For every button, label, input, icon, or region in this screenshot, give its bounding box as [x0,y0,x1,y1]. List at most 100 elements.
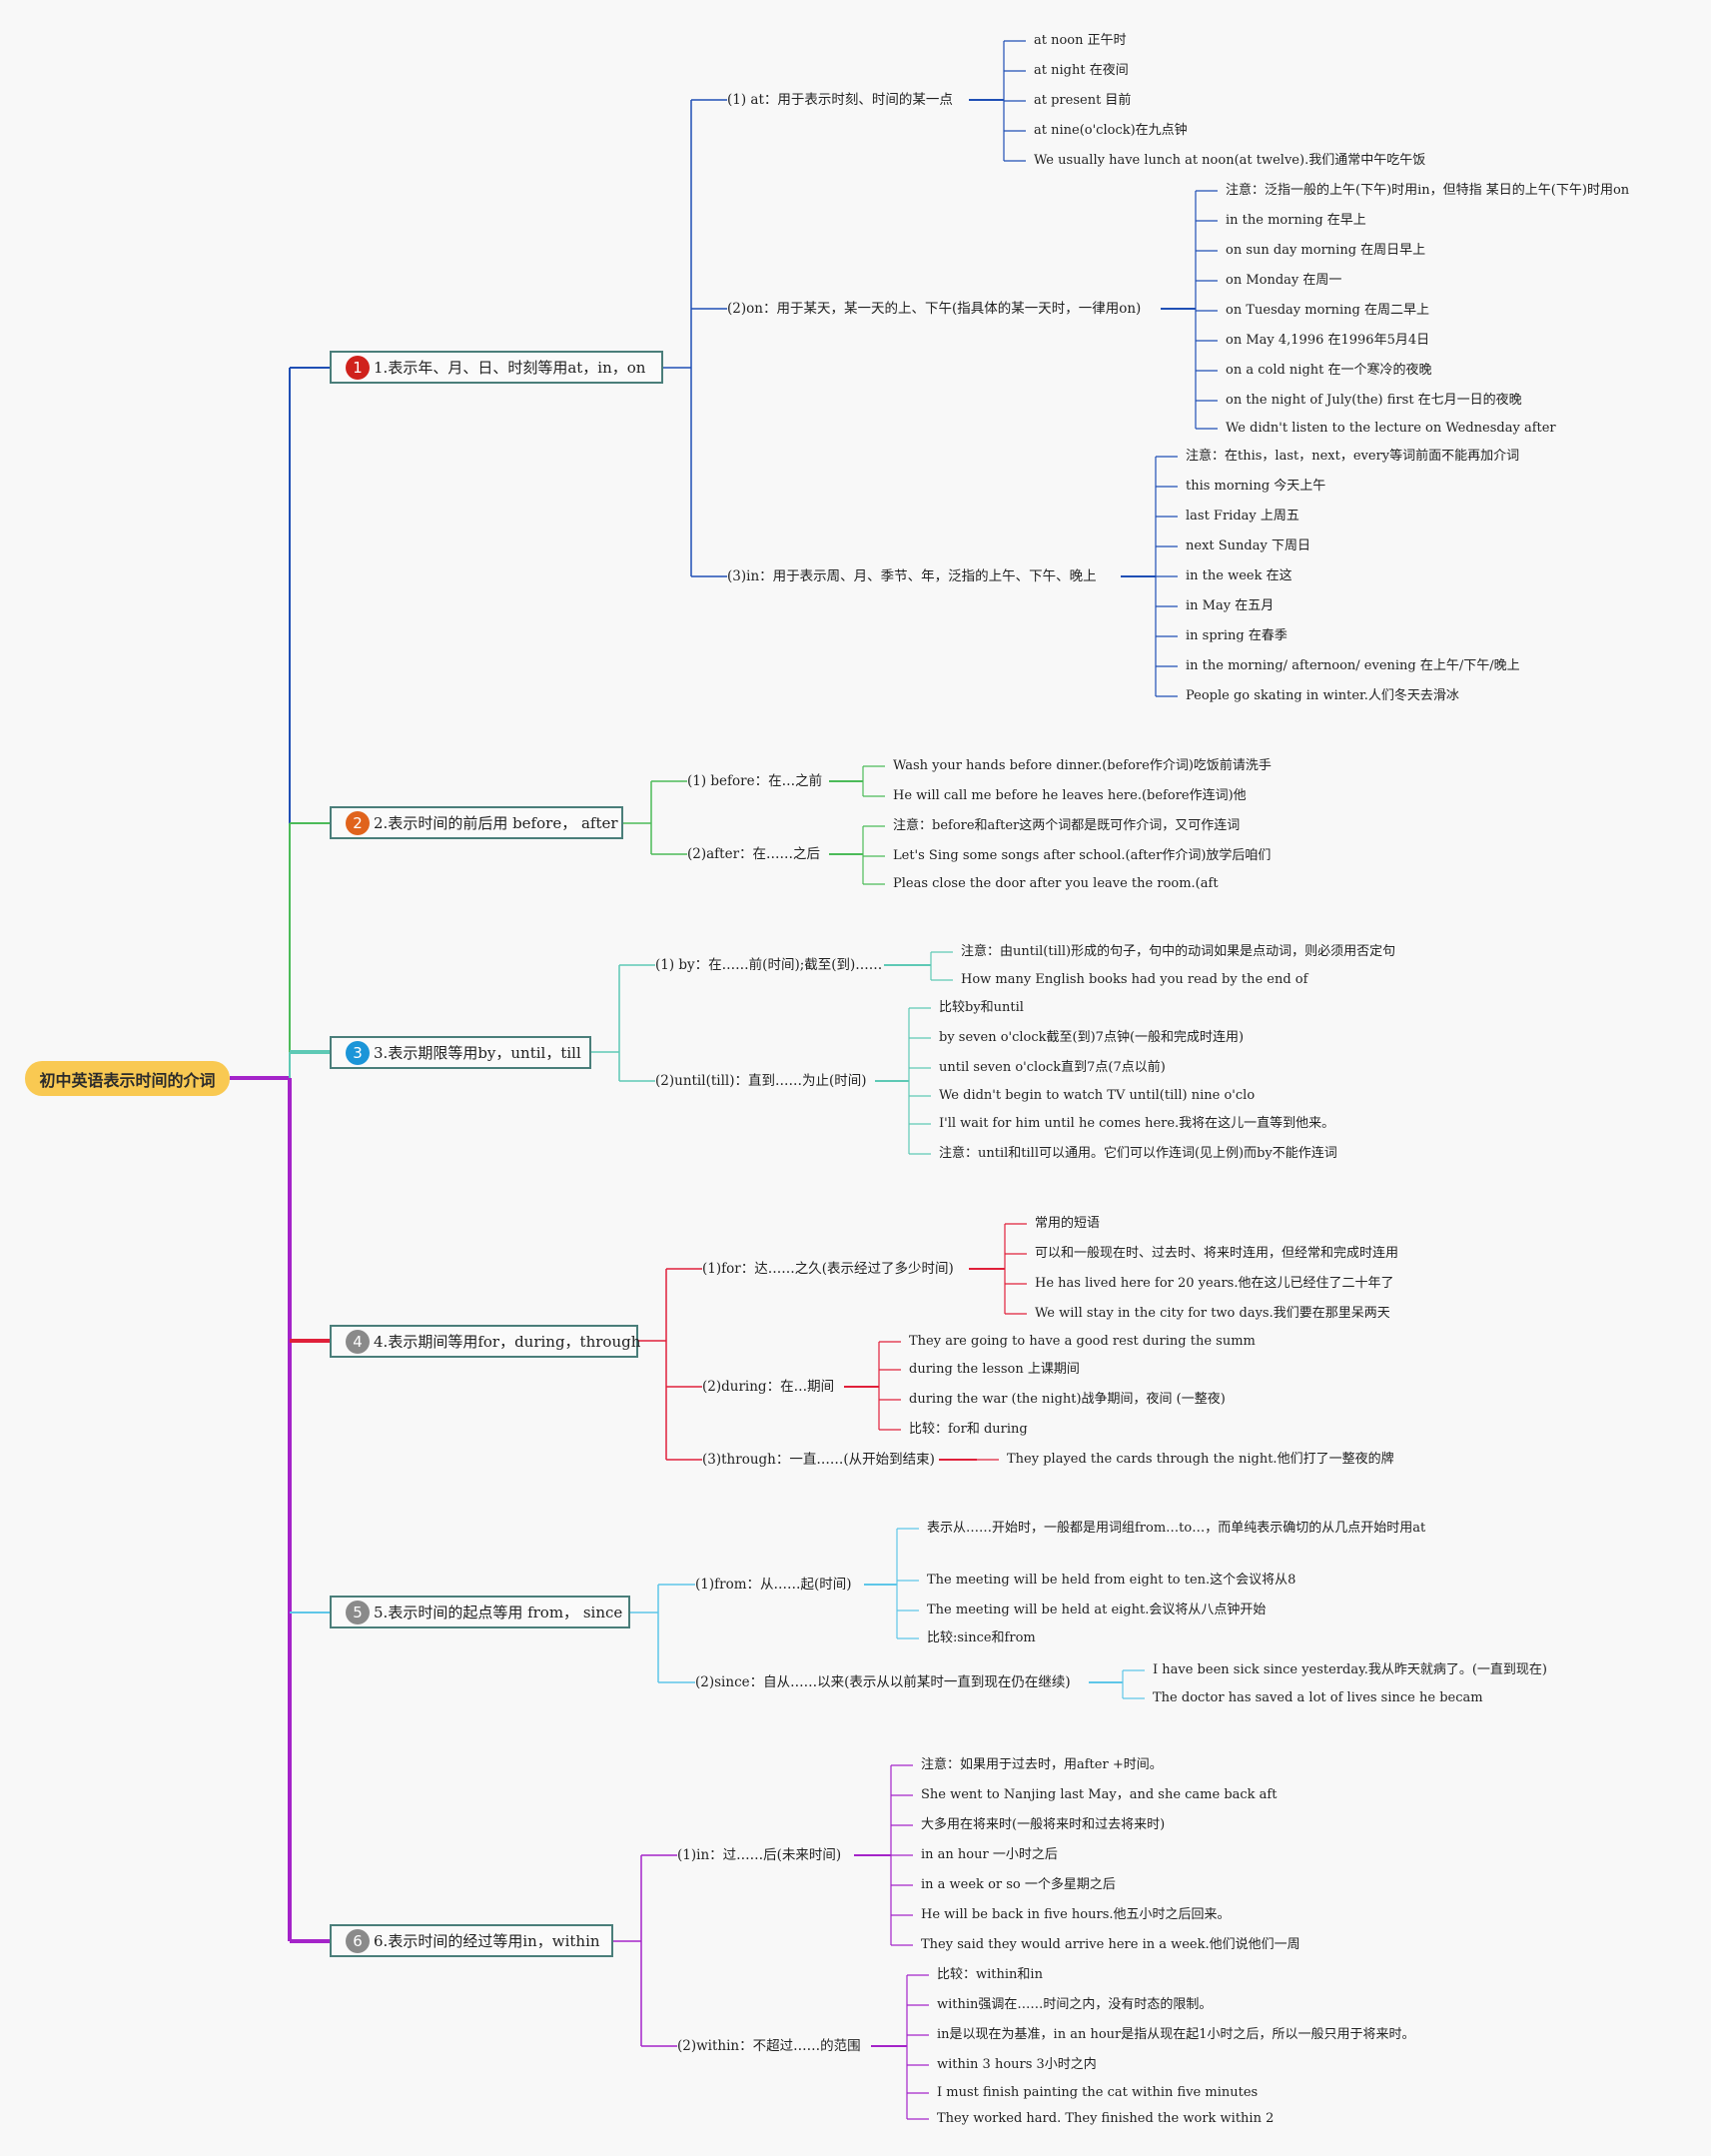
subtopic-label[interactable]: (2)after：在……之后 [687,846,821,862]
leaf-note[interactable]: 常用的短语 [1035,1216,1101,1231]
leaf-note[interactable]: She went to Nanjing last May，and she cam… [921,1787,1278,1802]
subtopic-label[interactable]: (1)for：达……之久(表示经过了多少时间) [702,1261,954,1277]
leaf-note[interactable]: They worked hard. They finished the work… [937,2111,1275,2126]
leaf-note[interactable]: 注意：在this，last，next，every等词前面不能再加介词 [1186,449,1520,464]
leaf-note[interactable]: in是以现在为基准，in an hour是指从现在起1小时之后，所以一般只用于将… [937,2027,1415,2042]
leaf-note[interactable]: on Monday 在周一 [1226,273,1342,288]
leaf-note[interactable]: by seven o'clock截至(到)7点钟(一般和完成时连用) [939,1030,1245,1045]
leaf-note[interactable]: in spring 在春季 [1186,628,1287,643]
leaf-note[interactable]: I'll wait for him until he comes here.我将… [939,1116,1335,1131]
subtopic-label[interactable]: (3)through：一直……(从开始到结束) [702,1452,935,1468]
leaf-note[interactable]: 可以和一般现在时、过去时、将来时连用，但经常和完成时连用 [1035,1246,1399,1261]
topic-number-badge: 1 [346,355,370,380]
subtopic-label[interactable]: (2)during：在…期间 [702,1379,835,1395]
leaf-note[interactable]: on a cold night 在一个寒冷的夜晚 [1226,363,1432,378]
subtopic-label[interactable]: (1)from：从……起(时间) [695,1577,852,1593]
topic-label: 表示时间的前后用 before， after [388,814,618,832]
leaf-note[interactable]: The doctor has saved a lot of lives sinc… [1153,1690,1483,1705]
leaf-note[interactable]: They said they would arrive here in a we… [921,1937,1300,1952]
leaf-note[interactable]: 比较：within和in [937,1967,1043,1982]
leaf-note[interactable]: We didn't listen to the lecture on Wedne… [1226,421,1556,436]
topic-number-badge: 2 [346,810,370,835]
subtopic-label[interactable]: (2)within：不超过……的范围 [677,2038,861,2054]
leaf-note[interactable]: How many English books had you read by t… [961,972,1308,987]
leaf-note[interactable]: on sun day morning 在周日早上 [1226,243,1426,258]
leaf-note[interactable]: at night 在夜间 [1034,63,1129,78]
leaf-note[interactable]: 表示从……开始时，一般都是用词组from…to…，而单纯表示确切的从几点开始时用… [927,1521,1426,1536]
leaf-note[interactable]: 大多用在将来时(一般将来时和过去将来时) [921,1817,1166,1832]
leaf-note[interactable]: People go skating in winter.人们冬天去滑冰 [1186,688,1459,703]
leaf-note[interactable]: 比较by和until [939,1000,1024,1015]
leaf-note[interactable]: last Friday 上周五 [1186,509,1299,524]
leaf-note[interactable]: in a week or so 一个多星期之后 [921,1877,1116,1892]
leaf-note[interactable]: during the war (the night)战争期间，夜间 (一整夜) [909,1392,1226,1407]
leaf-note[interactable]: 比较：for和 during [909,1422,1028,1437]
subtopic-label[interactable]: (3)in：用于表示周、月、季节、年，泛指的上午、下午、晚上 [727,568,1097,584]
leaf-note[interactable]: on the night of July(the) first 在七月一日的夜晚 [1226,393,1522,408]
leaf-note[interactable]: next Sunday 下周日 [1186,539,1310,553]
leaf-note[interactable]: Pleas close the door after you leave the… [893,876,1219,891]
leaf-note[interactable]: at nine(o'clock)在九点钟 [1034,123,1188,138]
topic-number-badge: 5 [346,1600,370,1624]
subtopic-label[interactable]: (2)until(till)：直到……为止(时间) [655,1073,867,1089]
leaf-note[interactable]: We will stay in the city for two days.我们… [1035,1306,1390,1321]
leaf-note[interactable]: 注意：before和after这两个词都是既可作介词，又可作连词 [893,818,1241,833]
leaf-note[interactable]: this morning 今天上午 [1186,479,1326,494]
leaf-note[interactable]: He will call me before he leaves here.(b… [893,788,1247,803]
topic-index: 1. [374,358,389,377]
leaf-note[interactable]: I must finish painting the cat within fi… [937,2085,1259,2100]
leaf-note[interactable]: within强调在……时间之内，没有时态的限制。 [937,1997,1213,2012]
leaf-note[interactable]: I have been sick since yesterday.我从昨天就病了… [1153,1662,1548,1677]
topic-index: 5. [374,1603,389,1621]
root-topic[interactable]: 初中英语表示时间的介词 [25,1061,230,1096]
leaf-note[interactable]: He will be back in five hours.他五小时之后回来。 [921,1907,1231,1922]
leaf-note[interactable]: We didn't begin to watch TV until(till) … [939,1088,1256,1103]
leaf-note[interactable]: in the morning 在早上 [1226,213,1366,228]
subtopic-label[interactable]: (2)since：自从……以来(表示从以前某时一直到现在仍在继续) [695,1674,1071,1690]
leaf-note[interactable]: in an hour 一小时之后 [921,1847,1058,1862]
subtopic-label[interactable]: (1) by：在……前(时间);截至(到)…… [655,957,883,973]
topic-label: 表示时间的起点等用 from， since [388,1604,623,1621]
leaf-note[interactable]: at present 目前 [1034,93,1132,108]
leaf-note[interactable]: He has lived here for 20 years.他在这儿已经住了二… [1035,1276,1394,1291]
leaf-note[interactable]: They are going to have a good rest durin… [909,1334,1256,1349]
subtopic-label[interactable]: (1) at：用于表示时刻、时间的某一点 [727,92,953,108]
leaf-note[interactable]: during the lesson 上课期间 [909,1362,1080,1377]
leaf-note[interactable]: Let's Sing some songs after school.(afte… [893,848,1272,863]
root-topic-label: 初中英语表示时间的介词 [39,1070,216,1090]
leaf-note[interactable]: 注意：如果用于过去时，用after +时间。 [921,1757,1163,1772]
topic-number-badge: 4 [346,1329,370,1354]
subtopic-label[interactable]: (2)on：用于某天，某一天的上、下午(指具体的某一天时，一律用on) [727,301,1142,317]
leaf-note[interactable]: Wash your hands before dinner.(before作介词… [893,758,1272,773]
leaf-note[interactable]: on May 4,1996 在1996年5月4日 [1226,333,1430,348]
leaf-note[interactable]: 注意：泛指一般的上午(下午)时用in，但特指 某日的上午(下午)时用on [1226,183,1630,198]
topic-label: 表示时间的经过等用in，within [388,1932,600,1950]
leaf-note[interactable]: until seven o'clock直到7点(7点以前) [939,1060,1166,1075]
topic-index: 6. [374,1931,389,1950]
subtopic-label[interactable]: (1) before：在…之前 [687,773,823,789]
leaf-note[interactable]: The meeting will be held from eight to t… [927,1573,1296,1588]
topic-label: 表示期间等用for，during，through [388,1333,641,1351]
leaf-note[interactable]: in the week 在这 [1186,568,1292,583]
leaf-note[interactable]: They played the cards through the night.… [1007,1452,1394,1467]
leaf-note[interactable]: The meeting will be held at eight.会议将从八点… [927,1603,1267,1617]
leaf-note[interactable]: in May 在五月 [1186,598,1275,613]
leaf-note[interactable]: 比较:since和from [927,1630,1036,1645]
topic-index: 2. [374,813,389,832]
leaf-note[interactable]: on Tuesday morning 在周二早上 [1226,303,1430,318]
leaf-note[interactable]: 注意：由until(till)形成的句子，句中的动词如果是点动词，则必须用否定句 [961,944,1396,959]
leaf-note[interactable]: We usually have lunch at noon(at twelve)… [1034,153,1426,168]
topic-number-badge: 6 [346,1928,370,1953]
topic-label: 表示期限等用by，until，till [388,1044,581,1062]
leaf-note[interactable]: 注意：until和till可以通用。它们可以作连词(见上例)而by不能作连词 [939,1146,1337,1161]
leaf-note[interactable]: within 3 hours 3小时之内 [937,2057,1097,2072]
leaf-note[interactable]: at noon 正午时 [1034,33,1127,48]
leaf-note[interactable]: in the morning/ afternoon/ evening 在上午/下… [1186,658,1520,673]
subtopic-label[interactable]: (1)in：过……后(未来时间) [677,1847,842,1863]
